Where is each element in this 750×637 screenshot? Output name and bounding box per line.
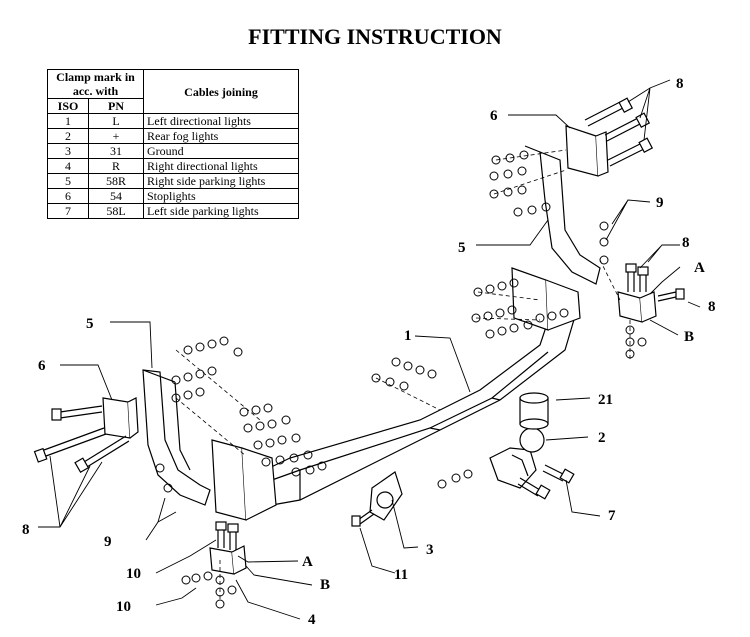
header-pn: PN <box>88 98 144 114</box>
left-long-bolts <box>33 405 130 474</box>
right-side-bracket <box>524 145 601 285</box>
callout-8-top-right: 8 <box>676 76 684 92</box>
cell-cable: Right side parking lights <box>143 173 299 189</box>
table-row: 6 54 Stoplights <box>47 188 299 204</box>
cell-cable: Ground <box>143 143 299 159</box>
left-end-plate <box>102 397 139 439</box>
callout-8-left: 8 <box>22 522 30 538</box>
header-clamp-mark: Clamp mark in acc. with <box>47 69 144 99</box>
cell-cable: Stoplights <box>143 188 299 204</box>
cell-iso: 7 <box>47 203 89 219</box>
callout-4: 4 <box>308 612 316 628</box>
callout-7: 7 <box>608 508 616 524</box>
callout-A-left: A <box>302 554 313 570</box>
bolt-11 <box>351 509 375 527</box>
callout-1: 1 <box>404 328 412 344</box>
cell-pn: 58L <box>88 203 144 219</box>
right-mount-plate <box>511 267 581 331</box>
callout-2: 2 <box>598 430 606 446</box>
callout-A-right: A <box>694 260 705 276</box>
callout-9-left: 9 <box>104 534 112 550</box>
callout-8-mid-right: 8 <box>682 235 690 251</box>
ball-mount-bolts <box>517 464 575 500</box>
callout-21: 21 <box>598 392 613 408</box>
callout-8-far-right: 8 <box>708 299 716 315</box>
callout-5-right: 5 <box>458 240 466 256</box>
assembly-guide-lines <box>175 149 631 600</box>
table-row: 4 R Right directional lights <box>47 158 299 174</box>
leader-lines <box>38 79 701 620</box>
callout-9-right: 9 <box>656 195 664 211</box>
callout-6-left: 6 <box>38 358 46 374</box>
callout-B-right: B <box>684 329 694 345</box>
cell-pn: 54 <box>88 188 144 204</box>
callout-B-left: B <box>320 577 330 593</box>
cell-pn: 31 <box>88 143 144 159</box>
socket-bracket <box>369 471 403 521</box>
page-title: FITTING INSTRUCTION <box>248 24 502 49</box>
callout-3: 3 <box>426 542 434 558</box>
table-row: 7 58L Left side parking lights <box>47 203 299 219</box>
callout-5-left: 5 <box>86 316 94 332</box>
callout-labels: 1 2 3 4 5 5 6 6 7 8 8 8 8 9 9 10 10 11 2… <box>22 76 716 628</box>
cell-cable: Right directional lights <box>143 158 299 174</box>
header-cables-joining: Cables joining <box>143 69 299 114</box>
left-side-bracket <box>142 369 211 506</box>
table-row: 3 31 Ground <box>47 143 299 159</box>
right-small-bracket <box>617 263 685 323</box>
callout-11: 11 <box>394 567 408 583</box>
callout-6-right: 6 <box>490 108 498 124</box>
left-mount-plate <box>211 439 277 521</box>
table-header-row: Clamp mark in acc. with Cables joining <box>47 69 299 114</box>
cell-cable: Left side parking lights <box>143 203 299 219</box>
cable-clamp-table: Clamp mark in acc. with Cables joining I… <box>47 69 299 219</box>
tow-ball-assembly <box>489 392 549 489</box>
right-end-plate <box>565 125 609 177</box>
left-small-bracket <box>209 521 247 575</box>
right-long-bolts <box>584 97 654 167</box>
callout-10-lower: 10 <box>116 599 131 615</box>
callout-10-upper: 10 <box>126 566 141 582</box>
